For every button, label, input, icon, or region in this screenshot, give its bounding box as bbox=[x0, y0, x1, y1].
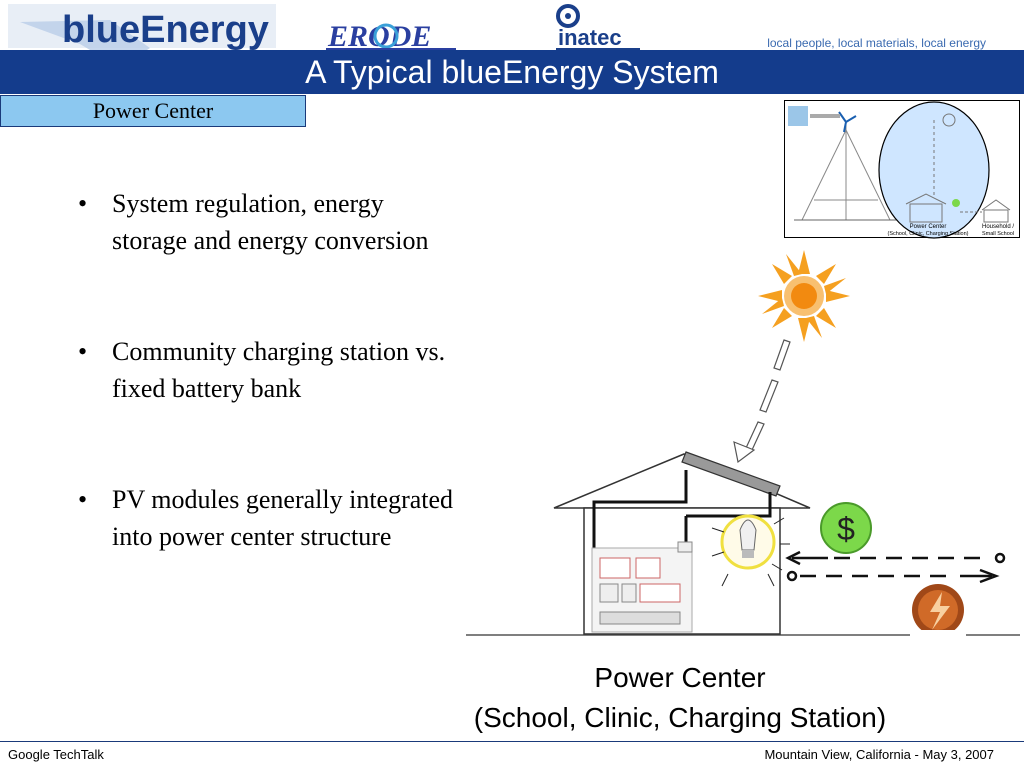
system-overview-thumbnail: Power Center (School, Clinic, Charging S… bbox=[784, 100, 1020, 239]
sunlight-arrow bbox=[733, 339, 791, 464]
title-bar bbox=[0, 50, 1024, 94]
slide-title: A Typical blueEnergy System bbox=[305, 54, 719, 90]
svg-text:inatec: inatec bbox=[558, 25, 622, 50]
money-icon: $ bbox=[820, 502, 872, 554]
sun-icon bbox=[758, 250, 850, 342]
inatec-logo: inatec bbox=[556, 4, 640, 50]
bullet-dot-icon: • bbox=[78, 485, 88, 514]
mini-household-icon bbox=[960, 199, 1011, 223]
thumb-power-center-sub: (School, Clinic, Charging Station) bbox=[887, 231, 968, 237]
svg-text:$: $ bbox=[837, 511, 855, 547]
battery-charge-icon bbox=[910, 584, 966, 636]
diagram-caption-title: Power Center bbox=[594, 662, 766, 693]
tagline: local people, local materials, local ene… bbox=[767, 36, 986, 50]
footer-divider bbox=[0, 741, 1024, 742]
section-label: Power Center bbox=[0, 95, 306, 127]
bullet-text: PV modules generally integrated into pow… bbox=[112, 485, 454, 551]
control-panel-icon bbox=[591, 541, 693, 633]
pv-panel-icon bbox=[681, 451, 781, 497]
bullet-list: • System regulation, energy storage and e… bbox=[78, 185, 458, 629]
erode-logo: ERODE bbox=[326, 20, 456, 53]
header-logos: blueEnergy ERODE inatec bbox=[0, 0, 640, 80]
light-bulb-icon bbox=[711, 514, 790, 587]
internal-wiring bbox=[592, 470, 772, 552]
footer-right-text: Mountain View, California - May 3, 2007 bbox=[764, 747, 994, 762]
bullet-text: System regulation, energy storage and en… bbox=[112, 189, 429, 255]
bullet-dot-icon: • bbox=[78, 337, 88, 366]
thumb-household-sub: Small School bbox=[982, 231, 1014, 237]
svg-text:ERODE: ERODE bbox=[327, 20, 431, 53]
footer-left-text: Google TechTalk bbox=[8, 747, 104, 762]
bullet-text: Community charging station vs. fixed bat… bbox=[112, 337, 446, 403]
thumb-household-label: Household / bbox=[982, 224, 1014, 230]
svg-text:blueEnergy: blueEnergy bbox=[62, 9, 269, 51]
bullet-dot-icon: • bbox=[78, 189, 88, 218]
exchange-arrows bbox=[785, 550, 1006, 584]
turbine-head-icon bbox=[788, 106, 840, 126]
bullet-item: • PV modules generally integrated into po… bbox=[78, 481, 458, 555]
logos-svg: blueEnergy ERODE inatec bbox=[8, 4, 640, 68]
power-center-diagram: $ bbox=[466, 250, 1020, 636]
bullet-item: • Community charging station vs. fixed ba… bbox=[78, 333, 458, 407]
diagram-caption-subtitle: (School, Clinic, Charging Station) bbox=[473, 702, 887, 733]
thumb-power-center-label: Power Center bbox=[910, 224, 947, 230]
mini-power-center-icon bbox=[905, 113, 960, 223]
bullet-item: • System regulation, energy storage and e… bbox=[78, 185, 458, 259]
